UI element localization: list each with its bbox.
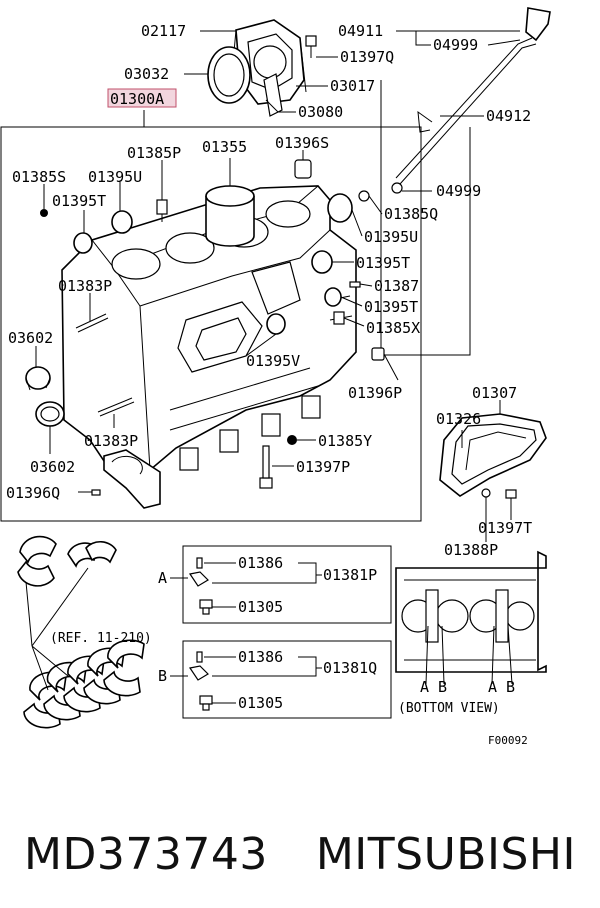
label-01397P: 01397P	[296, 458, 350, 476]
bolt-01385Y	[287, 435, 297, 445]
label-01395U-left: 01395U	[88, 168, 142, 186]
label-01307: 01307	[472, 384, 517, 402]
label-01386-a: 01386	[238, 554, 283, 572]
label-01385X: 01385X	[366, 319, 420, 337]
plug-01395T-left	[73, 232, 93, 254]
pin-01396P	[371, 347, 385, 361]
label-01396S: 01396S	[275, 134, 329, 152]
label-03017: 03017	[330, 77, 375, 95]
label-01386-b: 01386	[238, 648, 283, 666]
gasket-pin-01388P	[481, 488, 491, 498]
label-01381P: 01381P	[323, 566, 377, 584]
label-01397T: 01397T	[478, 519, 532, 537]
seal-case-bolt	[305, 35, 317, 58]
label-01305-a: 01305	[238, 598, 283, 616]
gasket-bolt-01397T	[505, 489, 517, 508]
label-01385Y: 01385Y	[318, 432, 372, 450]
bolt-01385Q	[358, 190, 370, 202]
label-bottom-view-a2: A	[488, 678, 497, 696]
bolt-01397P	[259, 445, 273, 489]
plug-01395T-right2	[324, 287, 342, 307]
label-bottom-view: (BOTTOM VIEW)	[398, 701, 500, 716]
cam-bushing-bottom	[35, 401, 65, 427]
label-01388P: 01388P	[444, 541, 498, 559]
pin-01396Q	[91, 489, 101, 496]
plug-01395U-left	[111, 210, 133, 234]
label-01387: 01387	[374, 277, 419, 295]
cylinder-block	[61, 185, 357, 471]
label-01305-b: 01305	[238, 694, 283, 712]
seal-case-gasket	[263, 73, 283, 117]
label-01385S: 01385S	[12, 168, 66, 186]
label-04912: 04912	[486, 107, 531, 125]
label-01395U-right: 01395U	[364, 228, 418, 246]
main-bearing-cap	[103, 449, 161, 509]
label-01396P: 01396P	[348, 384, 402, 402]
label-01326: 01326	[436, 410, 481, 428]
oil-level-gauge	[391, 7, 551, 194]
block-assembly-frame	[0, 126, 422, 522]
plug-01396S	[294, 159, 312, 179]
label-callout-a: A	[158, 569, 167, 587]
label-01385Q: 01385Q	[384, 205, 438, 223]
plug-01395T-right1	[311, 250, 333, 274]
label-callout-b: B	[158, 667, 167, 685]
plug-01395V	[266, 313, 286, 335]
label-03080: 03080	[298, 103, 343, 121]
cam-bushing-top	[25, 366, 51, 391]
part-number: MD373743	[24, 828, 268, 880]
cylinder-sleeve	[205, 185, 255, 247]
label-01385P: 01385P	[127, 144, 181, 162]
bearing-shells	[17, 535, 145, 729]
part-caption: MD373743 MITSUBISHI	[0, 800, 600, 908]
figure-code: F00092	[488, 734, 528, 747]
stud-01383P-bottom	[97, 397, 135, 417]
label-01383P-bottom: 01383P	[84, 432, 138, 450]
pin-01387	[349, 281, 361, 288]
label-03602-bottom: 03602	[30, 458, 75, 476]
cap-bolt-a	[189, 557, 213, 615]
rear-oil-seal-ring	[207, 46, 251, 104]
cap-bolt-b	[189, 651, 213, 711]
label-bottom-view-a1: A	[420, 678, 429, 696]
label-01395T-right1: 01395T	[356, 254, 410, 272]
label-ref: (REF. 11-210)	[50, 631, 152, 646]
bolt-01385S	[40, 209, 48, 217]
label-bottom-view-b1: B	[438, 678, 447, 696]
label-04911: 04911	[338, 22, 383, 40]
label-01383P-top: 01383P	[58, 277, 112, 295]
highlight-box	[107, 88, 177, 108]
label-01355: 01355	[202, 138, 247, 156]
label-01397Q: 01397Q	[340, 48, 394, 66]
block-frame-extension	[380, 127, 471, 356]
label-01396Q: 01396Q	[6, 484, 60, 502]
label-01381Q: 01381Q	[323, 659, 377, 677]
label-02117: 02117	[141, 22, 186, 40]
label-bottom-view-b2: B	[506, 678, 515, 696]
label-01395V: 01395V	[246, 352, 300, 370]
ref-leaders	[25, 567, 89, 691]
leader-lines	[35, 30, 521, 704]
label-04999-mid: 04999	[436, 182, 481, 200]
bearing-cap-b-box	[182, 640, 392, 719]
bearing-cap-a-box	[182, 545, 392, 624]
label-01395T-right2: 01395T	[364, 298, 418, 316]
parts-diagram: 02117 04911 04999 01397Q 03032 03017 013…	[0, 7, 551, 747]
label-03032: 03032	[124, 65, 169, 83]
oil-pan-gasket	[439, 413, 547, 497]
brand-name: MITSUBISHI	[315, 828, 576, 880]
label-04999-top: 04999	[433, 36, 478, 54]
stud-01383P-top	[75, 313, 109, 333]
bolt-01385X	[333, 311, 345, 325]
plug-01395U-right	[327, 193, 353, 223]
bottom-view-block	[395, 550, 547, 685]
label-01395T-left: 01395T	[52, 192, 106, 210]
label-03602-top: 03602	[8, 329, 53, 347]
label-01300A: 01300A	[110, 90, 164, 108]
